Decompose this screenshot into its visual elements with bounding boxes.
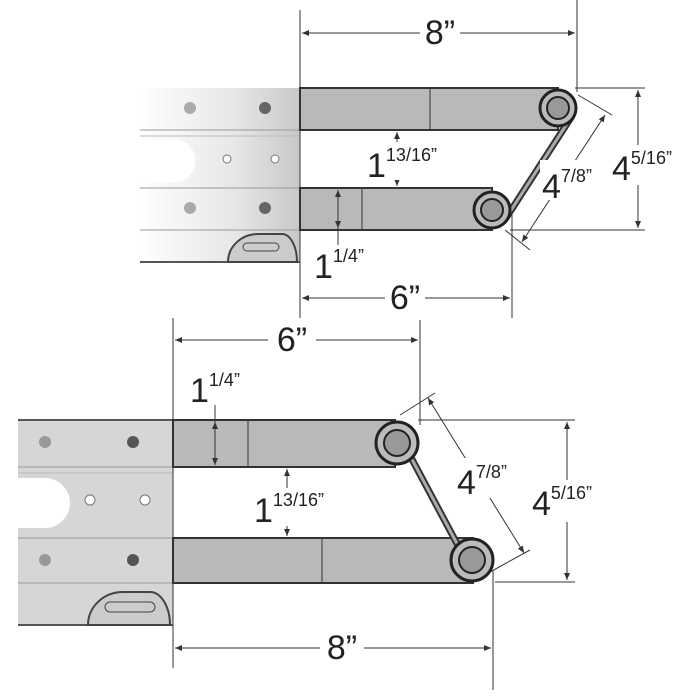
bottom-gap-label: 113/16”	[254, 490, 324, 530]
top-link-label: 47/8”	[542, 166, 592, 206]
top-lower-length-label: 6”	[390, 279, 420, 317]
screw-icon	[39, 436, 51, 448]
screw-icon	[127, 554, 139, 566]
bottom-configuration: 6” 8” 45/16” 47/8” 113/16” 11/4”	[18, 318, 610, 690]
bottom-link-label: 47/8”	[457, 462, 507, 502]
bottom-upper-length-label: 6”	[277, 321, 307, 359]
bottom-height-label: 45/16”	[532, 483, 592, 523]
upper-arm	[172, 419, 396, 468]
screw-icon	[39, 554, 51, 566]
screw-icon	[184, 202, 196, 214]
bottom-bar-label: 11/4”	[190, 370, 240, 410]
screw-icon	[127, 436, 139, 448]
screw-icon	[259, 202, 271, 214]
top-height-label: 45/16”	[612, 148, 672, 188]
bottom-width-label: 8”	[327, 629, 357, 667]
upper-arm	[299, 87, 559, 131]
screw-icon	[184, 102, 196, 114]
top-gap-label: 113/16”	[367, 145, 437, 185]
lower-arm	[299, 187, 493, 231]
top-bar-label: 11/4”	[314, 246, 364, 286]
screw-icon	[259, 102, 271, 114]
top-width-label: 8”	[425, 14, 455, 52]
wall-rail	[140, 88, 300, 263]
wall-rail	[18, 419, 173, 626]
top-configuration: 8” 6” 45/16” 47/8” 113/16” 11/4”	[140, 0, 692, 318]
lower-arm	[172, 537, 474, 584]
